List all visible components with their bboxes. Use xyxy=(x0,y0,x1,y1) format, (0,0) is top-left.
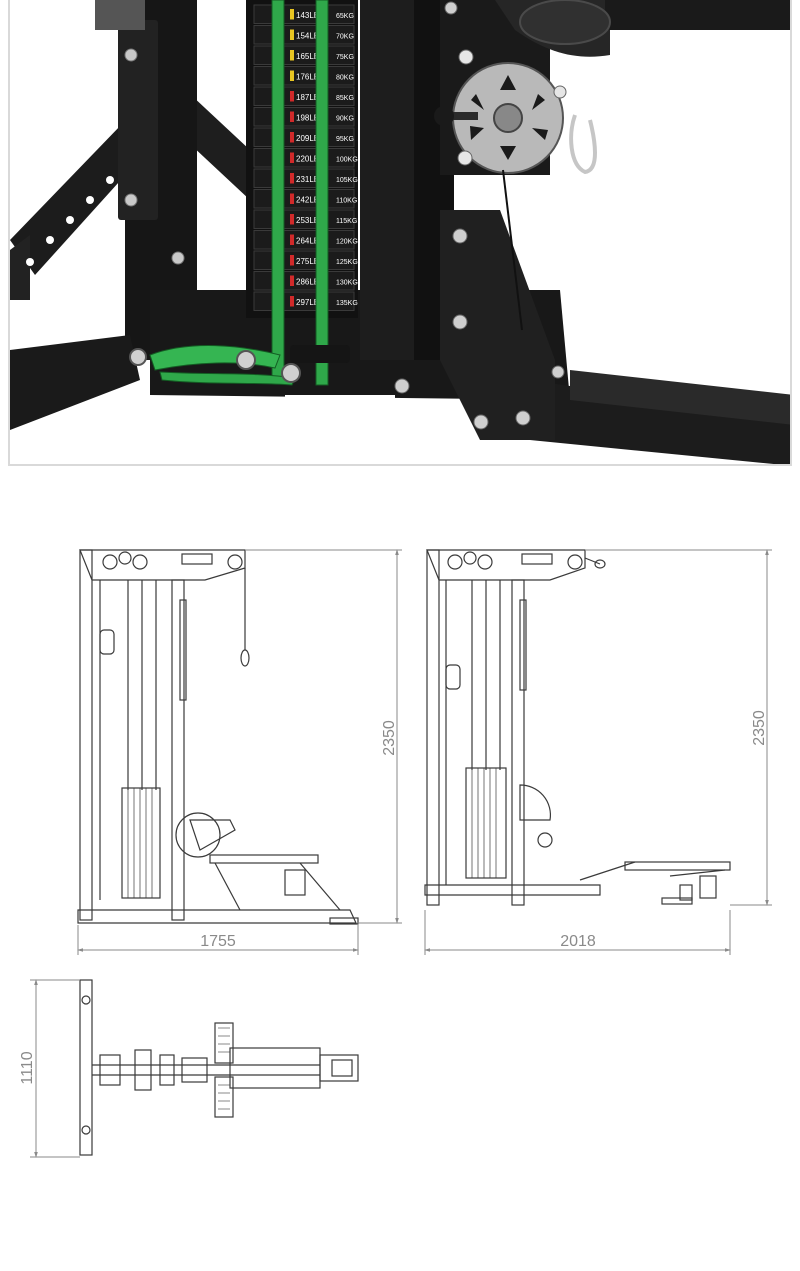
plate-lb-label: 264LB xyxy=(296,237,319,246)
weight-plate: 297LB 135KG xyxy=(253,291,358,311)
plate-color-tab xyxy=(290,214,294,225)
plate-lb-label: 198LB xyxy=(296,114,319,123)
plate-kg-label: 70KG xyxy=(336,34,354,41)
pulley-arm xyxy=(440,0,790,57)
plate-kg-label: 125KG xyxy=(336,259,358,266)
plate-lb-label: 275LB xyxy=(296,257,319,266)
weight-plate: 154LB 70KG xyxy=(253,25,355,45)
plate-kg-label: 110KG xyxy=(336,198,357,205)
plate-kg-label: 75KG xyxy=(336,54,354,61)
plate-lb-label: 187LB xyxy=(296,93,319,102)
plate-kg-label: 105KG xyxy=(336,177,358,184)
plate-lb-label: 242LB xyxy=(296,196,319,205)
plate-color-tab xyxy=(290,296,294,307)
plate-kg-label: 90KG xyxy=(336,116,354,123)
dimension-lines-1 xyxy=(77,549,402,955)
product-photo: 143LB 65KG 154LB 70KG 165LB 75KG 176LB 80KG 187L… xyxy=(8,0,792,466)
plate-lb-label: 154LB xyxy=(296,32,319,41)
plate-color-tab xyxy=(290,70,294,81)
weight-plate: 242LB 110KG xyxy=(253,189,357,209)
plate-lb-label: 165LB xyxy=(296,52,319,61)
base-beam-left xyxy=(10,335,140,430)
plate-lb-label: 220LB xyxy=(296,155,319,164)
dimension-width-2: 2018 xyxy=(560,933,596,950)
plate-color-tab xyxy=(290,193,294,204)
plate-kg-label: 65KG xyxy=(336,13,354,20)
weight-plate: 264LB 120KG xyxy=(253,230,358,250)
plate-kg-label: 115KG xyxy=(336,218,357,225)
plate-color-tab xyxy=(290,9,294,20)
weight-plates: 143LB 65KG 154LB 70KG 165LB 75KG 176LB 80KG 187L… xyxy=(253,4,358,311)
cable-machine-photo: 143LB 65KG 154LB 70KG 165LB 75KG 176LB 80KG 187L… xyxy=(10,0,790,464)
weight-plate: 286LB 130KG xyxy=(253,271,358,291)
plate-lb-label: 209LB xyxy=(296,134,319,143)
plate-lb-label: 253LB xyxy=(296,216,319,225)
dimension-height-1: 2350 xyxy=(381,720,398,756)
plate-kg-label: 80KG xyxy=(336,75,354,82)
resistance-band xyxy=(149,0,329,386)
plate-lb-label: 286LB xyxy=(296,278,319,287)
plate-kg-label: 120KG xyxy=(336,239,358,246)
dimension-width-1: 1755 xyxy=(200,933,236,950)
plate-color-tab xyxy=(290,173,294,184)
plate-color-tab xyxy=(290,50,294,61)
plate-kg-label: 135KG xyxy=(336,300,358,307)
weight-plate: 176LB 80KG xyxy=(253,66,355,86)
weight-plate: 275LB 125KG xyxy=(253,250,358,270)
plate-color-tab xyxy=(290,91,294,102)
side-view-1 xyxy=(77,549,359,925)
carabiner xyxy=(569,114,597,175)
technical-drawings: 1755 2350 xyxy=(0,480,800,1266)
side-view-2 xyxy=(424,549,731,906)
bracket-plate xyxy=(440,210,555,440)
weight-plate: 165LB 75KG xyxy=(253,45,355,65)
plate-kg-label: 95KG xyxy=(336,136,354,143)
plate-lb-label: 143LB xyxy=(296,11,319,20)
plate-kg-label: 85KG xyxy=(336,95,354,102)
plate-color-tab xyxy=(290,111,294,122)
dimension-drawings: 1755 2350 xyxy=(19,549,772,1158)
dimension-depth-top: 1110 xyxy=(19,1051,36,1084)
pop-pin-knob xyxy=(434,106,478,126)
weight-plate: 220LB 100KG xyxy=(253,148,358,168)
plate-color-tab xyxy=(290,132,294,143)
plate-color-tab xyxy=(290,255,294,266)
plate-color-tab xyxy=(290,234,294,245)
plate-lb-label: 231LB xyxy=(296,175,319,184)
plate-lb-label: 297LB xyxy=(296,298,319,307)
pulley-wheel xyxy=(452,49,567,174)
plate-kg-label: 130KG xyxy=(336,280,358,287)
dimension-height-2: 2350 xyxy=(751,710,768,746)
dimension-lines-3 xyxy=(30,979,80,1158)
weight-plate: 231LB 105KG xyxy=(253,168,358,188)
top-view xyxy=(79,979,359,1156)
dimension-lines-2 xyxy=(424,549,772,955)
weight-plate: 209LB 95KG xyxy=(253,127,355,147)
plate-color-tab xyxy=(290,275,294,286)
weight-plate: 198LB 90KG xyxy=(253,107,355,127)
weight-plate: 143LB 65KG xyxy=(253,4,355,24)
plate-kg-label: 100KG xyxy=(336,157,358,164)
plate-lb-label: 176LB xyxy=(296,73,319,82)
plate-color-tab xyxy=(290,29,294,40)
plate-color-tab xyxy=(290,152,294,163)
pulley-carriage xyxy=(95,0,145,30)
weight-plate: 253LB 115KG xyxy=(253,209,357,229)
weight-plate: 187LB 85KG xyxy=(253,86,355,106)
